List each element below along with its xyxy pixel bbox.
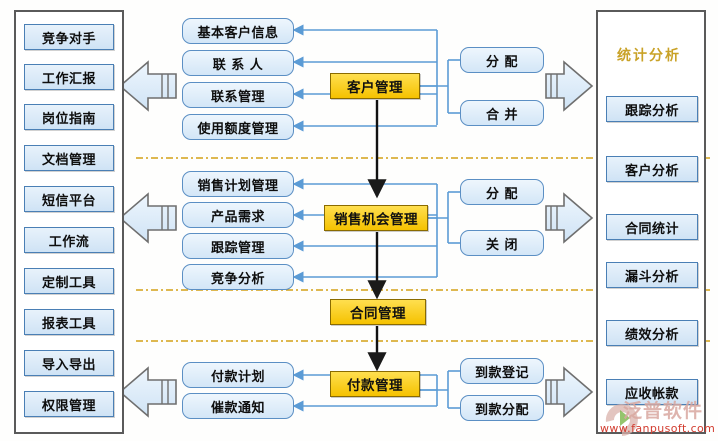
watermark-url: www.fanpusoft.com [600, 422, 716, 435]
sidebar-item-post-guide[interactable]: 岗位指南 [24, 104, 114, 130]
left-block-arrow [118, 60, 177, 418]
node-close-opportunity[interactable]: 关 闭 [460, 230, 544, 256]
center-node-payment-mgmt[interactable]: 付款管理 [330, 371, 420, 397]
left-arrow-stripes [161, 74, 169, 404]
sidebar-item-permission-mgmt[interactable]: 权限管理 [24, 391, 114, 417]
node-competition-analysis[interactable]: 竞争分析 [182, 264, 294, 290]
watermark-brand: 泛普软件 [623, 400, 704, 422]
node-assign-opportunity[interactable]: 分 配 [460, 179, 544, 205]
node-contact-mgmt[interactable]: 联系管理 [182, 82, 294, 108]
node-contact-person[interactable]: 联 系 人 [182, 50, 294, 76]
sidebar-item-report-tools[interactable]: 报表工具 [24, 309, 114, 335]
right-arrow-stripes [550, 74, 558, 404]
right-panel-title: 统计分析 [617, 48, 681, 64]
node-basic-customer-info[interactable]: 基本客户信息 [182, 18, 294, 44]
center-node-sales-opportunity-mgmt[interactable]: 销售机会管理 [324, 205, 428, 231]
node-credit-limit-mgmt[interactable]: 使用额度管理 [182, 114, 294, 140]
node-payment-allocation[interactable]: 到款分配 [460, 395, 544, 421]
node-payment-plan[interactable]: 付款计划 [182, 362, 294, 388]
center-node-customer-mgmt[interactable]: 客户管理 [330, 73, 420, 99]
analytics-item-funnel[interactable]: 漏斗分析 [606, 262, 698, 288]
center-node-contract-mgmt[interactable]: 合同管理 [330, 299, 426, 325]
sidebar-item-custom-tools[interactable]: 定制工具 [24, 268, 114, 294]
sidebar-item-workflow[interactable]: 工作流 [24, 227, 114, 253]
sidebar-item-sms-platform[interactable]: 短信平台 [24, 186, 114, 212]
analytics-item-customer[interactable]: 客户分析 [606, 156, 698, 182]
watermark-logo-icon [605, 404, 638, 436]
node-tracking-mgmt[interactable]: 跟踪管理 [182, 233, 294, 259]
sidebar-item-import-export[interactable]: 导入导出 [24, 350, 114, 376]
node-payment-reminder[interactable]: 催款通知 [182, 393, 294, 419]
analytics-item-receivable[interactable]: 应收帐款 [606, 379, 698, 405]
sidebar-item-competitor[interactable]: 竞争对手 [24, 24, 114, 50]
right-block-arrow [545, 60, 594, 418]
node-sales-plan-mgmt[interactable]: 销售计划管理 [182, 171, 294, 197]
analytics-item-tracking[interactable]: 跟踪分析 [606, 96, 698, 122]
analytics-item-performance[interactable]: 绩效分析 [606, 320, 698, 346]
node-merge-customer[interactable]: 合 并 [460, 100, 544, 126]
analytics-item-contract[interactable]: 合同统计 [606, 214, 698, 240]
sidebar-item-document-mgmt[interactable]: 文档管理 [24, 145, 114, 171]
node-assign-customer[interactable]: 分 配 [460, 47, 544, 73]
node-product-demand[interactable]: 产品需求 [182, 202, 294, 228]
sidebar-item-work-report[interactable]: 工作汇报 [24, 64, 114, 90]
node-payment-registration[interactable]: 到款登记 [460, 358, 544, 384]
